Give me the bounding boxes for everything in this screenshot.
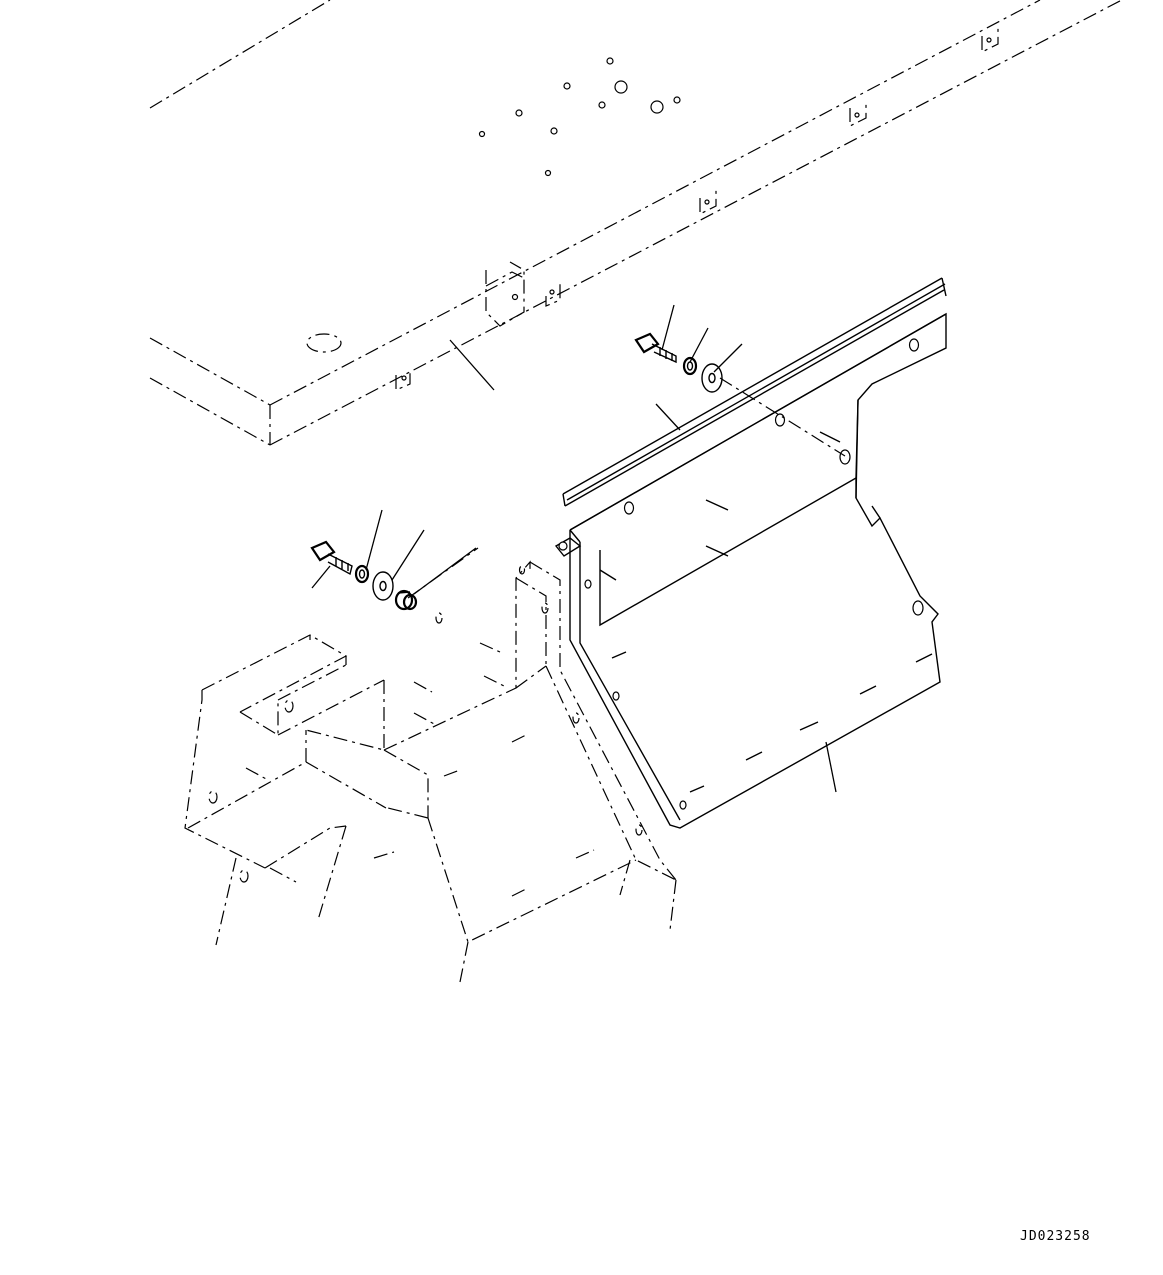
cover-plate <box>556 314 946 828</box>
assembly-center-lines <box>408 378 845 598</box>
lower-bracket-phantom <box>185 562 676 982</box>
drawing-number: JD023258 <box>1020 1229 1091 1244</box>
hardware-lower <box>312 542 416 609</box>
hardware-upper <box>636 334 722 392</box>
leader-lines <box>312 305 836 792</box>
floor-frame-phantom <box>150 0 1160 445</box>
seal-strip <box>563 278 946 506</box>
